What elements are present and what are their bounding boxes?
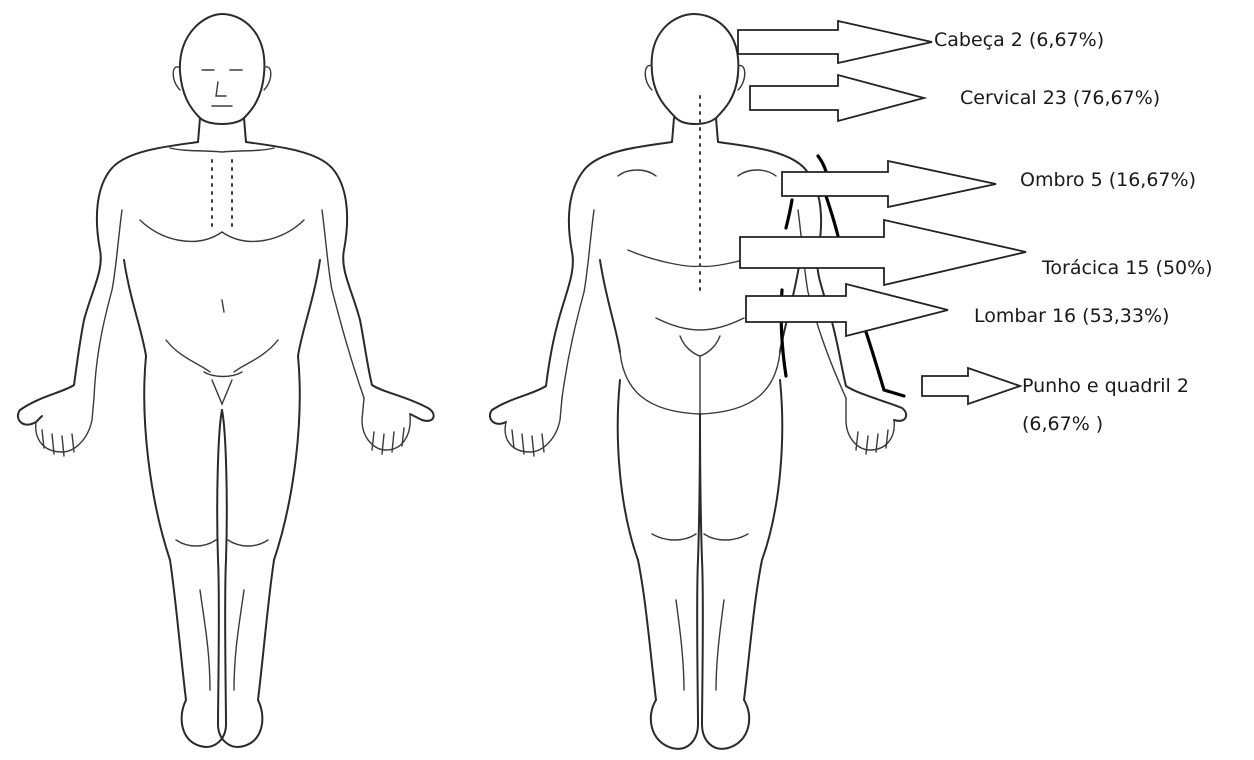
label-cervical: Cervical 23 (76,67%) xyxy=(960,87,1160,109)
label-toracica: Torácica 15 (50%) xyxy=(1041,257,1213,279)
label-lombar: Lombar 16 (53,33%) xyxy=(974,305,1169,327)
arrow-cabeca xyxy=(738,21,932,63)
label-cabeca: Cabeça 2 (6,67%) xyxy=(934,29,1104,51)
arrow-toracica xyxy=(740,220,1026,285)
front-body-figure xyxy=(18,14,434,747)
arrow-punho xyxy=(922,368,1020,404)
arrow-ombro xyxy=(782,161,996,207)
label-punho: Punho e quadril 2 xyxy=(1022,375,1189,397)
back-body-figure xyxy=(490,14,906,749)
arrow-cervical xyxy=(750,75,924,121)
label-ombro: Ombro 5 (16,67%) xyxy=(1020,169,1196,191)
arrow-lombar xyxy=(746,284,948,336)
label-punho-line2: (6,67% ) xyxy=(1022,413,1103,435)
